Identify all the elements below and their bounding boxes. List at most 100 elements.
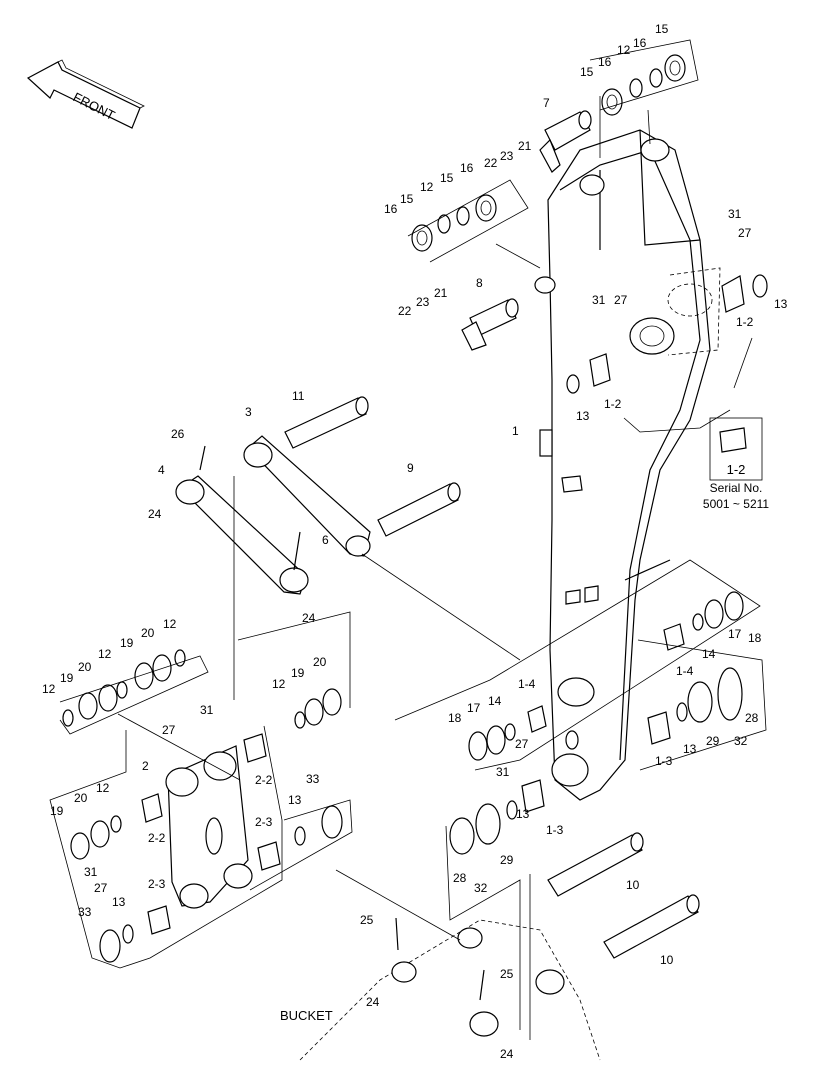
- callout: 19: [291, 666, 305, 680]
- callout: 20: [74, 791, 88, 805]
- callout: 15: [655, 22, 669, 36]
- callout: 31: [200, 703, 214, 717]
- callout: 31: [728, 207, 742, 221]
- pin-10-upper: [547, 832, 644, 897]
- washer-set-right-18-17: [663, 591, 744, 651]
- bolt-26: [199, 445, 206, 471]
- pin-7: [539, 110, 592, 173]
- callout: 27: [515, 737, 529, 751]
- callout: 25: [360, 913, 374, 927]
- bushing-2-2-right: [243, 733, 267, 763]
- callout: 33: [306, 772, 320, 786]
- bushing-2-3-left: [99, 905, 171, 963]
- callout: 3: [245, 405, 252, 419]
- callout: 15: [400, 192, 414, 206]
- arm-body: [534, 129, 721, 801]
- pin-8: [461, 298, 519, 351]
- washer-set-left-c: [70, 793, 163, 860]
- plate-ring-29-28-left: [449, 779, 545, 855]
- callout: 13: [288, 793, 302, 807]
- bucket: [299, 919, 601, 1061]
- callout: 27: [738, 226, 752, 240]
- plate-ring-29-28-right: [647, 667, 743, 745]
- serial-box-title: Serial No.: [710, 481, 763, 495]
- bolt-6: [293, 531, 301, 571]
- washer-set-left-a: [62, 649, 186, 727]
- callout: 29: [706, 734, 720, 748]
- callout: 32: [734, 734, 748, 748]
- bushing-1-4-center: [565, 730, 579, 750]
- callout: 12: [96, 781, 110, 795]
- callout: 33: [78, 905, 92, 919]
- serial-box-range: 5001 ~ 5211: [703, 497, 770, 511]
- pin-10-lower: [603, 894, 700, 959]
- callout: 21: [434, 286, 448, 300]
- callout: 17: [467, 701, 481, 715]
- bucket-label: BUCKET: [280, 1008, 333, 1023]
- link-4: [175, 475, 309, 595]
- callout: 2-2: [255, 773, 273, 787]
- callout: 15: [440, 171, 454, 185]
- callout: 31: [496, 765, 510, 779]
- callout: 32: [474, 881, 488, 895]
- callout: 13: [576, 409, 590, 423]
- callout: 1-4: [676, 664, 694, 678]
- callout: 20: [78, 660, 92, 674]
- callout: 1-3: [546, 823, 564, 837]
- callout: 22: [398, 304, 412, 318]
- callout: 27: [162, 723, 176, 737]
- callout: 18: [448, 711, 462, 725]
- callout: 2-3: [255, 815, 273, 829]
- callout: 12: [420, 180, 434, 194]
- callout: 8: [476, 276, 483, 290]
- washer-set-upper-right: [601, 54, 686, 116]
- callout: 1-2: [736, 315, 754, 329]
- callout: 16: [633, 36, 647, 50]
- callout: 28: [745, 711, 759, 725]
- callout: 10: [660, 953, 674, 967]
- callout: 18: [748, 631, 762, 645]
- bolt-25-b: [479, 969, 485, 1001]
- callout: 24: [366, 995, 380, 1009]
- callout: 16: [384, 202, 398, 216]
- bushing-1-2-left: [566, 353, 611, 394]
- callout: 17: [728, 627, 742, 641]
- callout: 13: [112, 895, 126, 909]
- bolt-25-a: [395, 917, 399, 951]
- pin-11: [284, 396, 369, 449]
- callout: 24: [302, 611, 316, 625]
- callout: 19: [120, 636, 134, 650]
- callout: 19: [50, 804, 64, 818]
- callout: 26: [171, 427, 185, 441]
- bushing-1-2-right: [721, 274, 768, 313]
- callout: 1: [512, 424, 519, 438]
- callout: 13: [516, 807, 530, 821]
- callout: 1-3: [655, 754, 673, 768]
- serial-box-part: 1-2: [727, 462, 746, 477]
- link-2: [165, 745, 253, 909]
- callout: 6: [322, 533, 329, 547]
- callout: 16: [460, 161, 474, 175]
- callout: 1-2: [604, 397, 622, 411]
- serial-bushing-icon: [719, 427, 747, 453]
- washer-set-left-b: [294, 688, 342, 729]
- callout: 24: [148, 507, 162, 521]
- callout: 4: [158, 463, 165, 477]
- callout-labels: 15 16 12 15 16 7 22 23 21 16 15 12 15 16…: [42, 22, 788, 1061]
- callout: 28: [453, 871, 467, 885]
- callout: 12: [42, 682, 56, 696]
- pin-9: [377, 482, 461, 537]
- callout: 1-4: [518, 677, 536, 691]
- callout: 14: [702, 647, 716, 661]
- callout: 16: [598, 55, 612, 69]
- callout: 31: [84, 865, 98, 879]
- callout: 12: [617, 43, 631, 57]
- callout: 7: [543, 96, 550, 110]
- callout: 2-3: [148, 877, 166, 891]
- front-arrow-icon: FRONT: [26, 59, 145, 129]
- callout: 15: [580, 65, 594, 79]
- callout: 27: [614, 293, 628, 307]
- callout: 12: [98, 647, 112, 661]
